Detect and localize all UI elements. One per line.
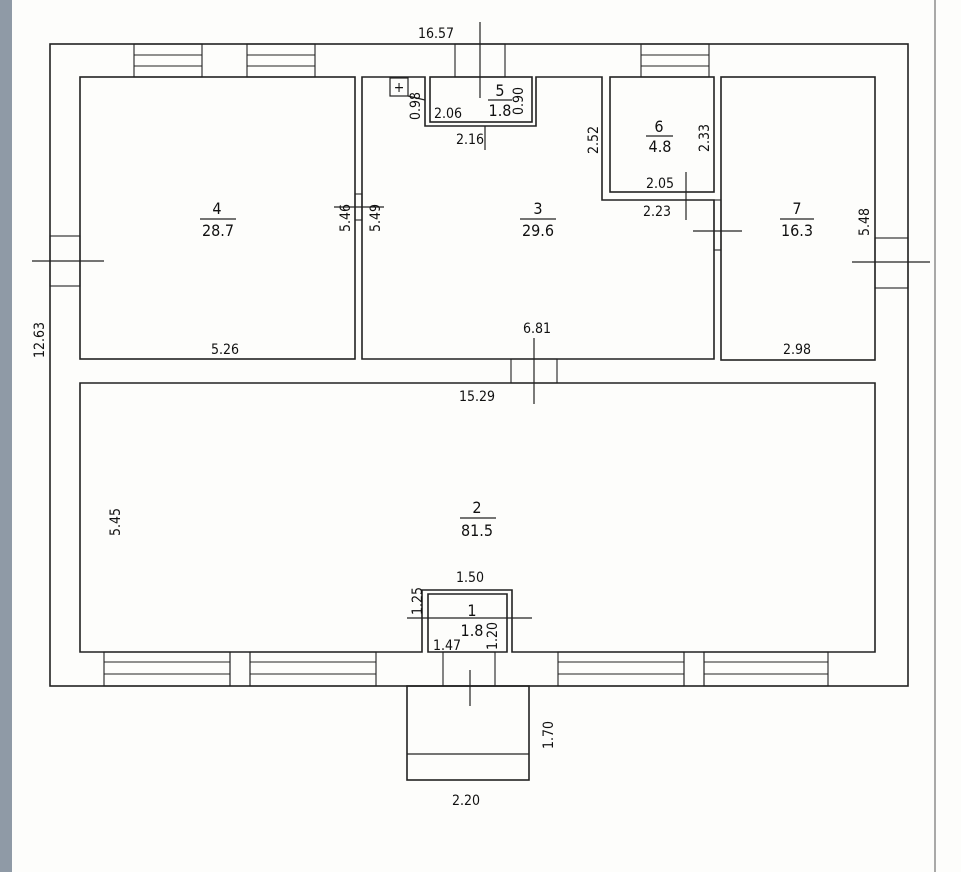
room-4-area: 28.7 xyxy=(202,221,234,240)
scan-edge-left xyxy=(0,0,12,872)
room-6-label: 6 4.8 xyxy=(646,117,673,156)
door-right-wall xyxy=(852,237,930,289)
dim-porch-width: 2.20 xyxy=(452,793,480,809)
room-3-area: 29.6 xyxy=(522,221,554,240)
dim-r5-small: 0.90 xyxy=(511,87,527,115)
window-top-2 xyxy=(246,43,316,78)
dim-r5-left: 0.98 xyxy=(408,92,424,120)
room-6-area: 4.8 xyxy=(649,137,672,156)
door-left-wall xyxy=(32,235,104,287)
dim-r6-depth: 2.33 xyxy=(697,124,713,152)
room-2-area: 81.5 xyxy=(461,521,493,540)
entrance-door xyxy=(442,651,496,687)
plus-box xyxy=(389,77,409,97)
dim-r4-depth: 5.46 xyxy=(338,204,354,232)
room-1-number: 1 xyxy=(467,601,476,620)
dim-r2-width: 15.29 xyxy=(459,389,495,405)
room-3-number: 3 xyxy=(533,199,542,218)
door-room4-room3 xyxy=(334,193,384,221)
room-7-number: 7 xyxy=(792,199,801,218)
room-1-outline xyxy=(427,593,508,653)
room-3-label: 3 29.6 xyxy=(520,199,556,240)
dim-overall-width: 16.57 xyxy=(418,26,454,42)
room-5-number: 5 xyxy=(495,81,504,100)
dim-r7-width: 2.98 xyxy=(783,342,811,358)
dim-r5-width: 2.06 xyxy=(434,106,462,122)
room-1-area: 1.8 xyxy=(461,621,484,640)
dim-r2-depth: 5.45 xyxy=(108,508,124,536)
plus-symbol: + xyxy=(394,80,405,96)
room-4-label: 4 28.7 xyxy=(200,199,236,240)
room-1-label: 1 1.8 xyxy=(461,601,484,640)
door-room3-room7 xyxy=(693,199,742,251)
window-bottom-1 xyxy=(103,651,231,687)
dim-r3-notch: 2.52 xyxy=(586,126,602,154)
room-2-label: 2 81.5 xyxy=(460,498,496,540)
room-2-number: 2 xyxy=(472,498,481,517)
room-5-area: 1.8 xyxy=(489,101,512,120)
window-top-3 xyxy=(640,43,710,78)
dim-r1-width: 1.50 xyxy=(456,570,484,586)
room-7-label: 7 16.3 xyxy=(780,199,814,240)
room-6-number: 6 xyxy=(654,117,663,136)
window-top-1 xyxy=(133,43,203,78)
dim-r6-below: 2.23 xyxy=(643,204,671,220)
dim-porch-depth: 1.70 xyxy=(541,721,557,749)
window-bottom-3 xyxy=(557,651,685,687)
window-bottom-2 xyxy=(249,651,377,687)
dim-r1-depth: 1.25 xyxy=(410,587,426,615)
room-7-area: 16.3 xyxy=(781,221,813,240)
window-bottom-4 xyxy=(703,651,829,687)
room-4-outline xyxy=(79,76,356,360)
dim-overall-depth: 12.63 xyxy=(32,322,48,358)
dim-r5-opening: 2.16 xyxy=(456,132,484,148)
room-5-label: 5 1.8 xyxy=(488,81,512,120)
dim-r3-width: 6.81 xyxy=(523,321,551,337)
room-4-number: 4 xyxy=(212,199,221,218)
dim-r7-depth: 5.48 xyxy=(857,208,873,236)
porch xyxy=(406,685,530,781)
dim-r1-left: 1.47 xyxy=(433,638,461,654)
room-3-outline xyxy=(361,76,715,360)
dim-r4-width: 5.26 xyxy=(211,342,239,358)
dim-r3-depth: 5.49 xyxy=(368,204,384,232)
door-room3-room2 xyxy=(510,338,558,404)
dim-r6-width: 2.05 xyxy=(646,176,674,192)
dim-r1-right: 1.20 xyxy=(485,622,501,650)
